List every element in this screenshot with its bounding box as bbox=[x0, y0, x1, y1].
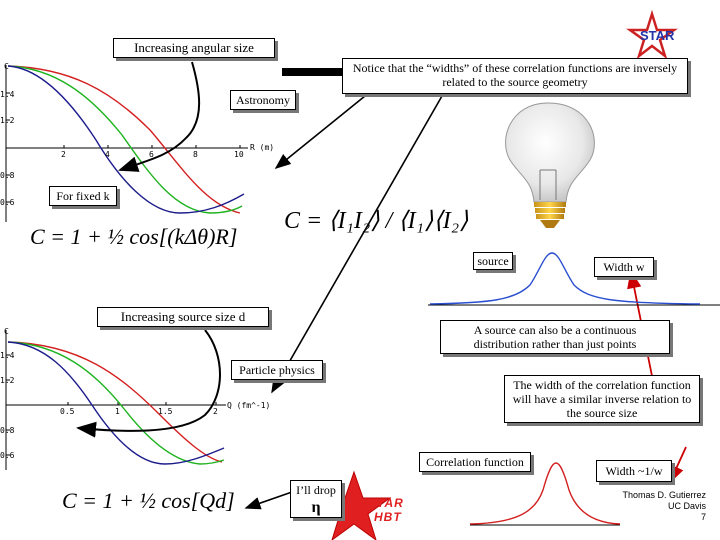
star-hbt-logo-subtext: HBT bbox=[374, 510, 402, 524]
width-inverse-w-label: Width ~1/w bbox=[596, 460, 672, 482]
bottom-plot-x-tick: 1.5 bbox=[158, 407, 173, 416]
top-curve-blue bbox=[7, 65, 245, 214]
arrow-angular-size bbox=[118, 61, 201, 172]
bottom-plot-axes bbox=[5, 330, 226, 470]
bottom-curve-green bbox=[7, 341, 225, 465]
top-plot-x-axis-label: R (m) bbox=[250, 143, 275, 152]
star-hbt-logo-text: STAR bbox=[368, 496, 404, 510]
top-curve-red bbox=[7, 65, 241, 214]
source-gaussian-plot bbox=[428, 252, 720, 306]
footer-page-number: 7 bbox=[700, 512, 706, 522]
arrow-notice-bottom bbox=[271, 95, 443, 394]
width-w-label: Width w bbox=[594, 257, 654, 277]
top-plot-x-tick: 8 bbox=[193, 150, 198, 159]
bottom-plot-x-tick: 1 bbox=[115, 407, 120, 416]
footer-author: Thomas D. Gutierrez bbox=[622, 490, 706, 500]
top-plot-y-tick: 1.4 bbox=[0, 90, 15, 99]
bottom-plot-y-tick: 0.8 bbox=[0, 426, 15, 435]
bottom-plot-x-tick: 2 bbox=[213, 407, 218, 416]
top-plot-x-tick: 4 bbox=[105, 150, 110, 159]
star-logo bbox=[626, 9, 678, 60]
footer: Thomas D. Gutierrez UC Davis 7 bbox=[622, 490, 706, 523]
increasing-angular-size-label: Increasing angular size bbox=[113, 38, 275, 58]
top-plot-y-tick: 1.2 bbox=[0, 116, 15, 125]
top-plot-x-tick: 6 bbox=[149, 150, 154, 159]
top-plot-y-tick: 0.8 bbox=[0, 171, 15, 180]
top-plot-y-tick: 0.6 bbox=[0, 198, 15, 207]
footer-affiliation: UC Davis bbox=[667, 501, 706, 511]
correlation-function-label: Correlation function bbox=[419, 452, 531, 472]
arrow-source-size bbox=[76, 329, 221, 438]
particle-physics-label: Particle physics bbox=[231, 360, 323, 380]
source-label: source bbox=[473, 252, 513, 270]
eta-symbol: η bbox=[311, 499, 321, 516]
ill-drop-label: I’ll drop bbox=[296, 483, 336, 497]
top-plot-axes bbox=[5, 65, 248, 222]
bottom-curve-blue bbox=[7, 341, 225, 465]
top-plot-y-axis-label: C bbox=[4, 62, 9, 71]
increasing-source-size-label: Increasing source size d bbox=[97, 307, 269, 327]
star-logo-text: STAR bbox=[640, 28, 675, 43]
light-bulb-icon bbox=[505, 102, 595, 228]
correlation-gaussian-plot bbox=[469, 462, 621, 526]
for-fixed-k-label: For fixed k bbox=[49, 186, 117, 206]
formula-top: C = 1 + ½ cos[(kΔθ)R] bbox=[30, 224, 238, 249]
notice-callout: Notice that the “widths” of these correl… bbox=[342, 58, 688, 94]
bottom-plot-y-tick: 1.2 bbox=[0, 376, 15, 385]
continuous-distribution-callout: A source can also be a continuous distri… bbox=[440, 320, 670, 354]
ill-drop-box: I’ll drop η bbox=[290, 480, 342, 518]
top-plot-x-tick: 2 bbox=[61, 150, 66, 159]
formula-bottom: C = 1 + ½ cos[Qd] bbox=[62, 488, 235, 513]
arrow-width-inverse bbox=[669, 446, 687, 484]
astronomy-label: Astronomy bbox=[230, 90, 296, 110]
bottom-plot-x-axis-label: Q (fm^-1) bbox=[227, 401, 271, 410]
arrow-drop bbox=[244, 491, 293, 510]
bottom-plot-y-tick: 0.6 bbox=[0, 451, 15, 460]
formula-center: C = ⟨I₁I₂⟩ / ⟨I₁⟩⟨I₂⟩ bbox=[284, 208, 469, 234]
width-inverse-callout: The width of the correlation function wi… bbox=[504, 375, 700, 423]
top-curve-green bbox=[7, 65, 243, 214]
bottom-plot-y-tick: 1.4 bbox=[0, 351, 15, 360]
arrow-notice-top bbox=[274, 95, 366, 170]
bottom-curve-red bbox=[7, 341, 223, 463]
top-plot-x-tick: 10 bbox=[234, 150, 244, 159]
bottom-plot-x-tick: 0.5 bbox=[60, 407, 75, 416]
bottom-plot-y-axis-label: C bbox=[4, 327, 9, 336]
